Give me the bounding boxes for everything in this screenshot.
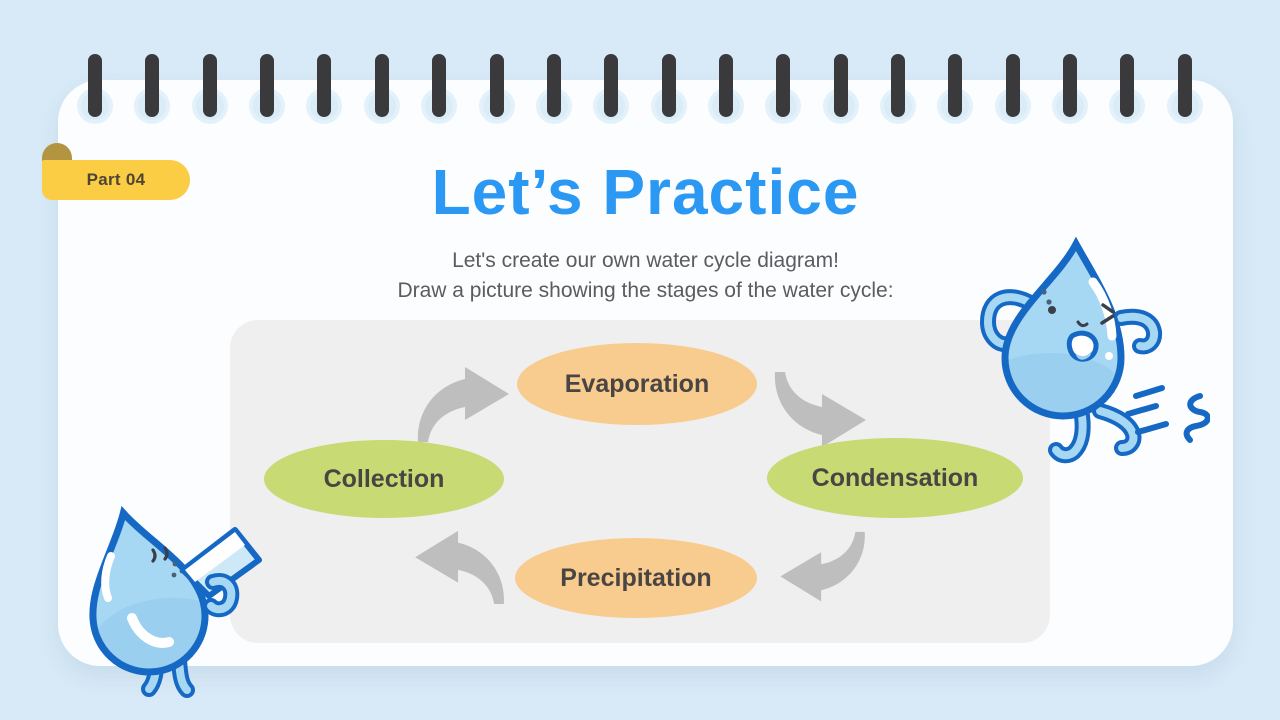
stage-condensation-label: Condensation (811, 463, 979, 492)
binding-pin (546, 54, 561, 117)
binding-bar (597, 54, 626, 120)
cup (180, 527, 262, 599)
binding-bar (1113, 54, 1142, 120)
binding-pin (604, 54, 619, 117)
binding-pin (1177, 54, 1192, 117)
arrow-collection-to-evaporation (417, 367, 509, 442)
arrow-evaporation-to-condensation (774, 372, 866, 447)
binding-bar (482, 54, 511, 120)
binding-pin (891, 54, 906, 117)
drop-face (1041, 289, 1115, 362)
stage-collection-label: Collection (323, 464, 445, 493)
arrow-condensation-to-precipitation (780, 531, 865, 602)
arrow-precipitation-to-collection (415, 530, 505, 605)
binding-pin (489, 54, 504, 117)
part-badge-label: Part 04 (86, 170, 146, 189)
binding-bar (539, 54, 568, 120)
binding-pin (432, 54, 447, 117)
drinking-water-drop-character (89, 505, 262, 698)
slide-subtitle: Let's create our own water cycle diagram… (58, 246, 1233, 306)
binding-bar (195, 54, 224, 120)
binding-bar (253, 54, 282, 120)
binding-bar (941, 54, 970, 120)
binding-pin (948, 54, 963, 117)
binding-bar (138, 54, 167, 120)
badge-fold (42, 143, 72, 163)
stage-precipitation-label: Precipitation (560, 563, 712, 592)
binding-pin (145, 54, 160, 117)
binding-bar (81, 54, 109, 120)
stage-evaporation: Evaporation (517, 343, 757, 425)
binding-pin (88, 54, 102, 117)
binding-bar (425, 54, 454, 120)
notebook-page: Part 04 Let’s Practice Let's create our … (42, 80, 1233, 666)
binding-pin (776, 54, 791, 117)
binding-bar (1170, 54, 1199, 120)
binding-pin (833, 54, 848, 117)
stage-collection: Collection (264, 440, 504, 518)
binding-bar (1056, 54, 1085, 120)
binding-pin (1005, 54, 1020, 117)
binding-pin (374, 54, 389, 117)
binding-pin (661, 54, 676, 117)
part-badge: Part 04 (42, 160, 190, 200)
running-water-drop-character (979, 236, 1210, 464)
binding-bar (310, 54, 339, 120)
binding-pin (1120, 54, 1135, 117)
speed-lines (1125, 385, 1210, 443)
slide-title: Let’s Practice (431, 156, 860, 228)
binding-pin (202, 54, 217, 117)
binding-bar (884, 54, 913, 120)
binding-bar (769, 54, 798, 120)
binding-pin (317, 54, 332, 117)
subtitle-line-2: Draw a picture showing the stages of the… (397, 279, 894, 302)
binding-bar (654, 54, 683, 120)
binding-pin (260, 54, 275, 117)
stage-condensation: Condensation (767, 438, 1023, 518)
subtitle-line-1: Let's create our own water cycle diagram… (452, 249, 839, 272)
binding-bar (998, 54, 1027, 120)
spiral-binding (81, 54, 1199, 120)
binding-bar (711, 54, 740, 120)
stage-precipitation: Precipitation (515, 538, 757, 618)
stage-evaporation-label: Evaporation (564, 369, 710, 398)
binding-pin (1063, 54, 1078, 117)
binding-bar (367, 54, 396, 120)
binding-bar (826, 54, 855, 120)
binding-pin (718, 54, 733, 117)
